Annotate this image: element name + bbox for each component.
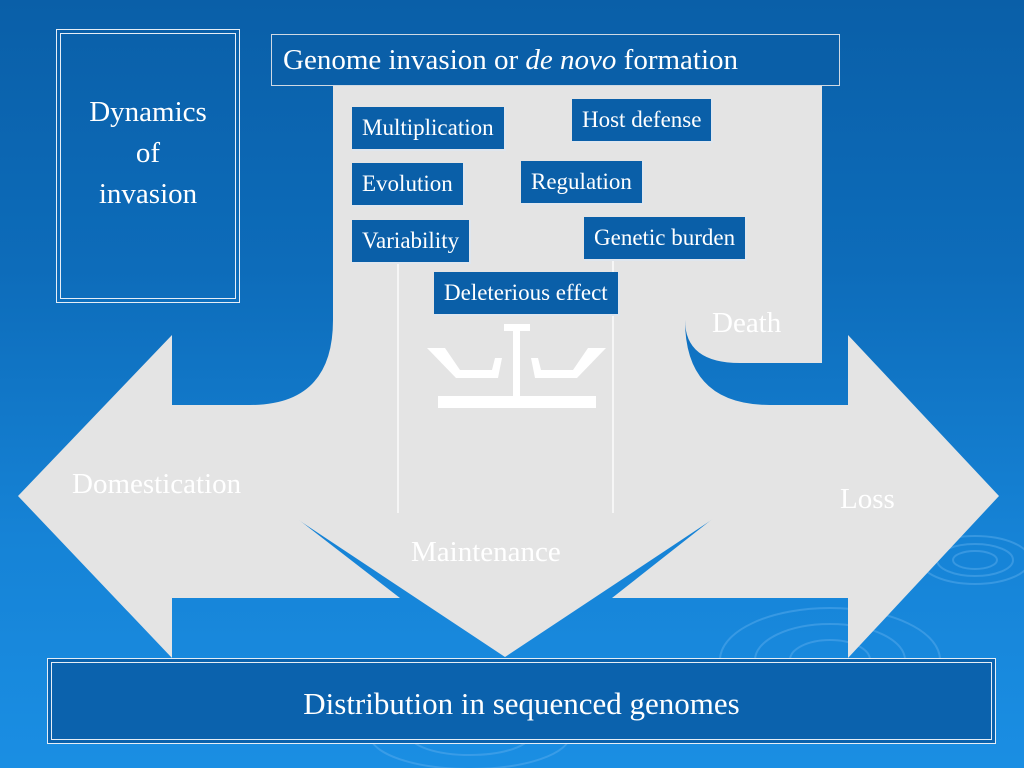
tag-multiplication: Multiplication xyxy=(352,107,506,151)
tag-host-defense: Host defense xyxy=(572,99,714,143)
header-italic: de novo xyxy=(525,44,617,76)
domestication-arrow xyxy=(18,82,400,658)
death-stem xyxy=(685,82,822,363)
distribution-label: Distribution in sequenced genomes xyxy=(303,686,740,721)
dynamics-of-invasion-box: Dynamics of invasion xyxy=(56,29,240,303)
tag-regulation: Regulation xyxy=(521,161,644,205)
domestication-label: Domestication xyxy=(72,468,242,500)
tag-variability: Variability xyxy=(352,220,472,264)
header-suffix: formation xyxy=(616,44,739,76)
distribution-box: Distribution in sequenced genomes xyxy=(47,658,996,744)
maintenance-label: Maintenance xyxy=(411,536,561,568)
death-label: Death xyxy=(712,307,782,339)
dynamics-title: Dynamics of invasion xyxy=(89,96,207,210)
tag-deleterious-effect: Deleterious effect xyxy=(434,272,620,316)
tag-evolution: Evolution xyxy=(352,163,465,207)
balance-scale-icon xyxy=(427,324,606,408)
genome-invasion-header: Genome invasion or de novo formation xyxy=(271,34,840,86)
maintenance-arrow xyxy=(288,82,722,657)
loss-arrow xyxy=(612,82,999,658)
tag-genetic-burden: Genetic burden xyxy=(584,217,748,261)
header-prefix: Genome invasion or xyxy=(283,44,526,76)
loss-label: Loss xyxy=(840,483,895,515)
